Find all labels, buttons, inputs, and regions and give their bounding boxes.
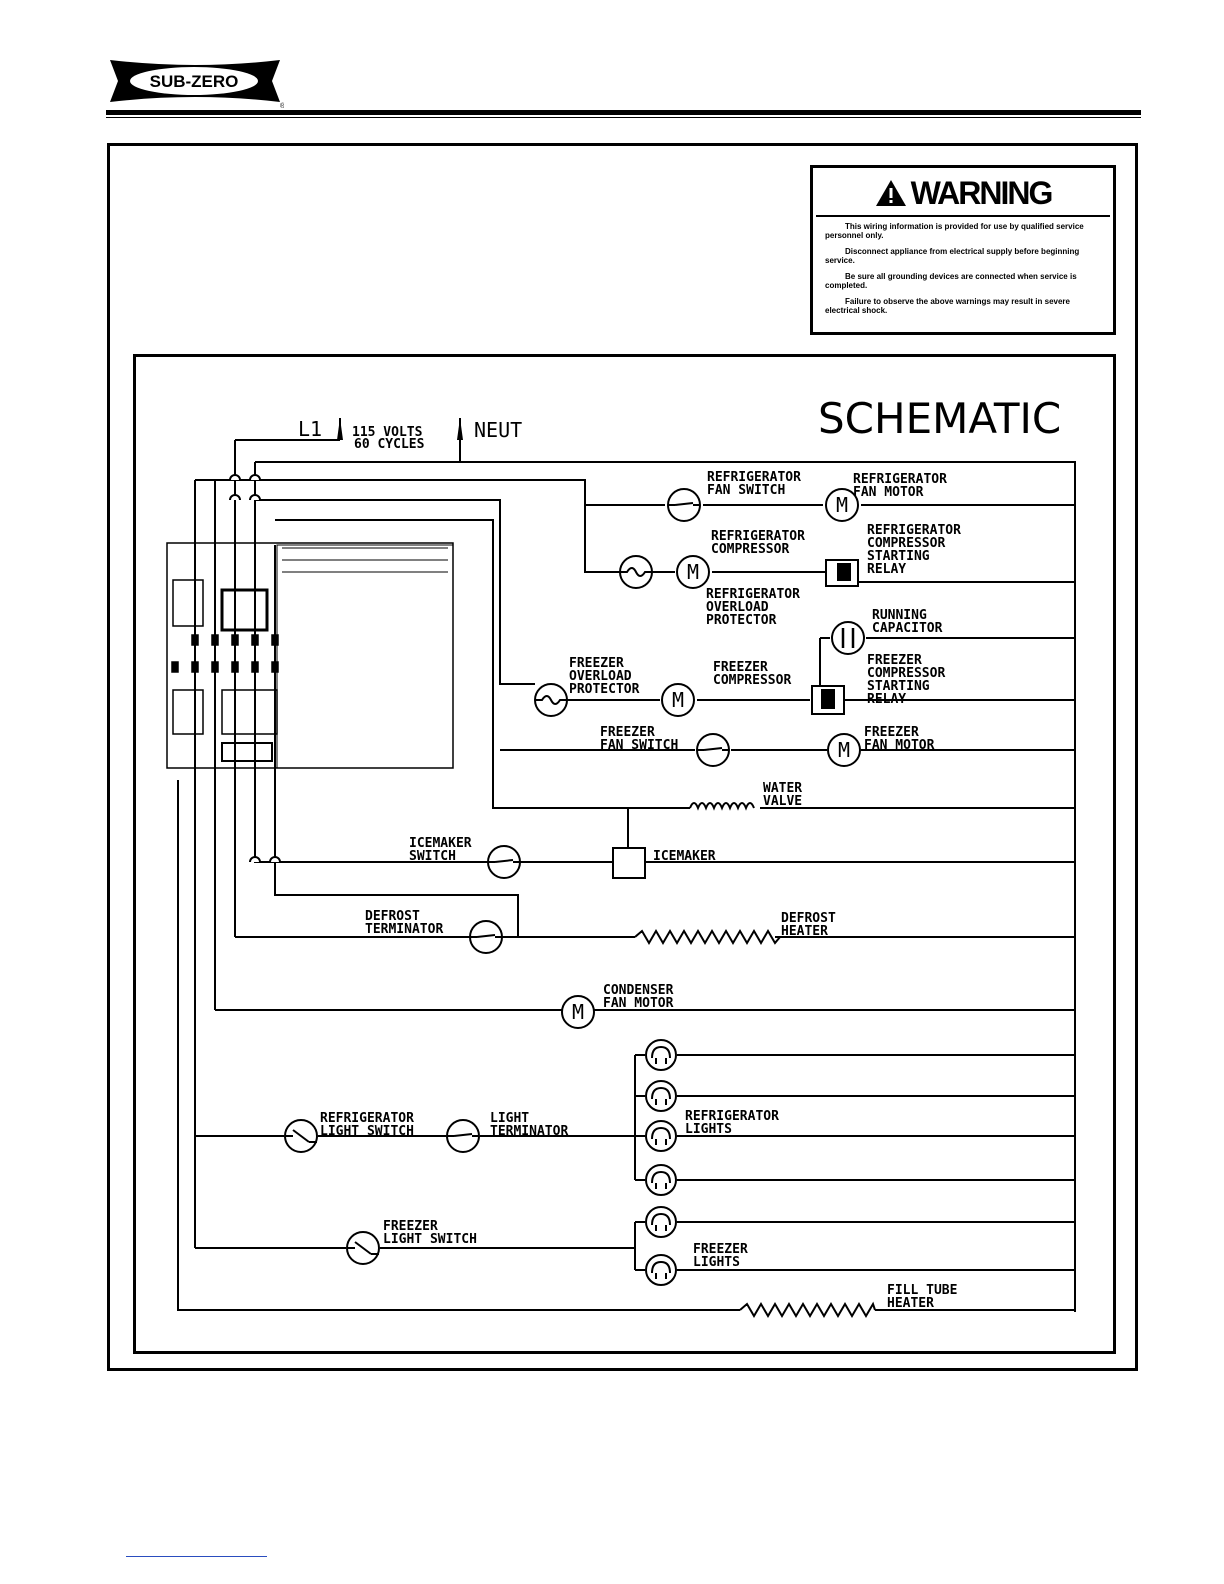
freezer-light-2	[645, 1254, 677, 1286]
refrigerator-fan-motor: M	[825, 488, 859, 522]
fill-tube-heater	[739, 1301, 876, 1318]
freezer-starting-relay	[811, 685, 845, 715]
warning-text: This wiring information is provided for …	[825, 222, 1101, 322]
warning-paragraph: This wiring information is provided for …	[825, 222, 1084, 240]
icemaker-box	[612, 847, 646, 879]
svg-text:M: M	[836, 493, 848, 517]
svg-text:M: M	[687, 560, 699, 584]
warning-header: WARNING	[816, 171, 1110, 217]
supply-line-label: L1	[298, 417, 322, 441]
supply-voltage: 115 VOLTS	[352, 425, 423, 440]
refrigerator-light-4	[645, 1164, 677, 1196]
refrigerator-starting-relay	[825, 559, 859, 587]
header-rule-thin	[106, 117, 1141, 118]
warning-box: WARNING This wiring information is provi…	[810, 165, 1116, 335]
svg-text:M: M	[572, 1000, 584, 1024]
schematic-frame	[133, 354, 1116, 1354]
warning-triangle-icon	[875, 180, 906, 206]
refrigerator-fan-switch	[667, 488, 701, 522]
freezer-fan-motor: M	[827, 733, 861, 767]
warning-title: WARNING	[910, 174, 1054, 211]
water-valve-coil	[689, 802, 755, 811]
sub-zero-logo: SUB-ZERO ®	[110, 60, 284, 110]
warning-paragraph: Failure to observe the above warnings ma…	[825, 297, 1070, 315]
condenser-fan-motor: M	[561, 995, 595, 1029]
supply-terminals	[337, 418, 463, 440]
defrost-terminator	[469, 920, 503, 954]
light-terminator	[446, 1119, 480, 1153]
refrigerator-light-switch	[284, 1119, 318, 1153]
supply-cycles: 60 CYCLES	[354, 437, 425, 452]
freezer-overload-protector	[534, 683, 568, 717]
label-icemaker: ICEMAKER	[653, 849, 716, 864]
header-rule	[106, 110, 1141, 115]
running-capacitor	[831, 621, 865, 655]
svg-text:M: M	[838, 738, 850, 762]
svg-text:M: M	[672, 688, 684, 712]
icemaker-switch	[487, 845, 521, 879]
brand-registered: ®	[280, 102, 284, 110]
supply-neutral-label: NEUT	[474, 418, 522, 442]
freezer-compressor-motor: M	[661, 683, 695, 717]
freezer-fan-switch	[696, 733, 730, 767]
warning-paragraph: Disconnect appliance from electrical sup…	[825, 247, 1080, 265]
refrigerator-light-3	[645, 1120, 677, 1152]
defrost-heater	[634, 929, 781, 945]
page-frame	[107, 143, 1138, 1371]
freezer-light-1	[645, 1206, 677, 1238]
refrigerator-overload-protector	[619, 555, 653, 589]
refrigerator-compressor-motor: M	[676, 555, 710, 589]
brand-name: SUB-ZERO	[150, 72, 239, 91]
footer-link-underline	[126, 1556, 267, 1557]
refrigerator-light-2	[645, 1080, 677, 1112]
freezer-light-switch	[346, 1231, 380, 1265]
refrigerator-light-1	[645, 1039, 677, 1071]
warning-paragraph: Be sure all grounding devices are connec…	[825, 272, 1077, 290]
schematic-title: SCHEMATIC	[818, 394, 1061, 443]
control-box	[166, 474, 454, 863]
